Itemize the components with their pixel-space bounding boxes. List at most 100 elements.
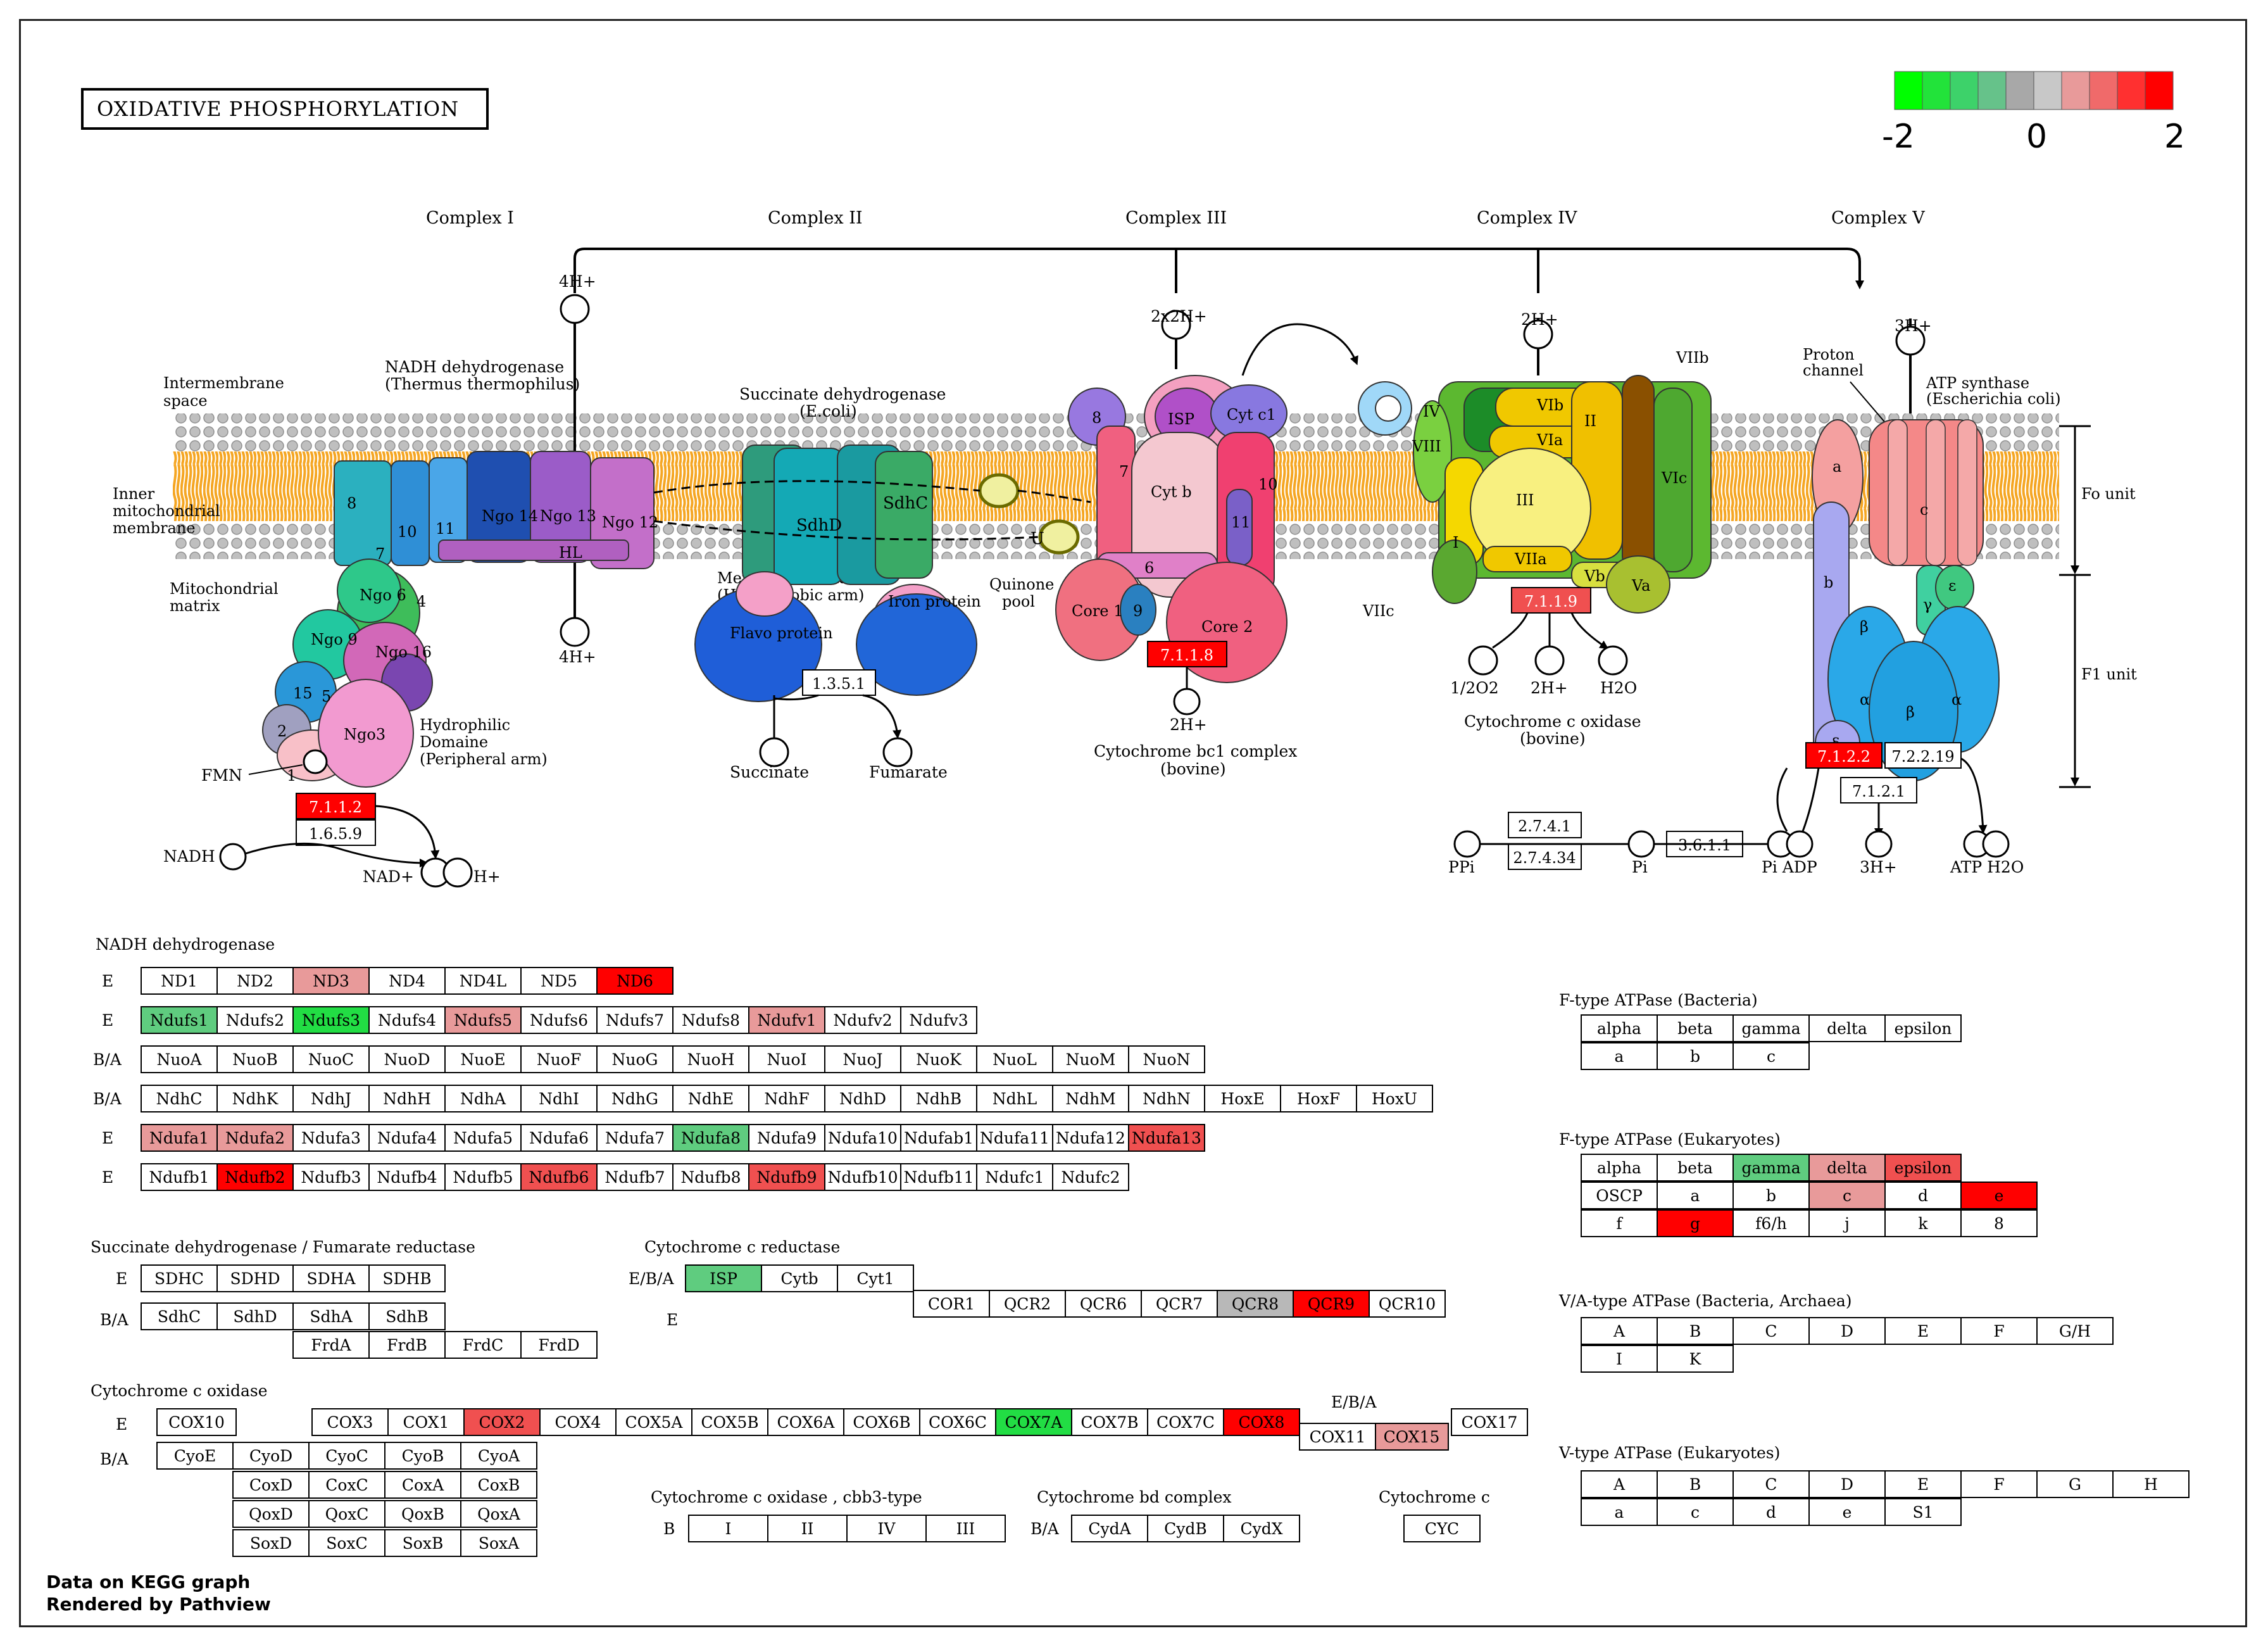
gene-box[interactable] bbox=[748, 1163, 825, 1191]
gene-box[interactable] bbox=[976, 1163, 1053, 1191]
ec-2-7-4-34[interactable] bbox=[1508, 843, 1582, 870]
gene-box[interactable] bbox=[460, 1471, 537, 1499]
gene-box[interactable] bbox=[843, 1408, 920, 1436]
gene-box[interactable] bbox=[688, 1515, 768, 1542]
gene-box[interactable] bbox=[311, 1408, 389, 1436]
gene-box[interactable] bbox=[748, 1045, 825, 1073]
gene-box[interactable] bbox=[1884, 1182, 1962, 1209]
gene-box[interactable] bbox=[1884, 1209, 1962, 1237]
gene-box[interactable] bbox=[292, 967, 370, 995]
gene-box[interactable] bbox=[1375, 1423, 1449, 1451]
gene-box[interactable] bbox=[1808, 1154, 1886, 1182]
gene-box[interactable] bbox=[460, 1442, 537, 1470]
gene-box[interactable] bbox=[292, 1045, 370, 1073]
gene-box[interactable] bbox=[1223, 1515, 1300, 1542]
gene-box[interactable] bbox=[1128, 1085, 1205, 1112]
gene-box[interactable] bbox=[1217, 1290, 1294, 1318]
gene-box[interactable] bbox=[1732, 1209, 1810, 1237]
gene-box[interactable] bbox=[460, 1500, 537, 1528]
gene-box[interactable] bbox=[292, 1331, 370, 1359]
gene-box[interactable] bbox=[384, 1471, 461, 1499]
gene-box[interactable] bbox=[1732, 1470, 1810, 1498]
gene-box[interactable] bbox=[292, 1264, 370, 1292]
gene-box[interactable] bbox=[368, 1264, 446, 1292]
gene-box[interactable] bbox=[2036, 1317, 2114, 1345]
ec-1-6-5-9[interactable] bbox=[296, 819, 376, 846]
gene-box[interactable] bbox=[141, 967, 218, 995]
gene-box[interactable] bbox=[292, 1006, 370, 1034]
gene-box[interactable] bbox=[672, 1124, 749, 1152]
gene-box[interactable] bbox=[761, 1264, 838, 1292]
gene-box[interactable] bbox=[1581, 1182, 1658, 1209]
gene-box[interactable] bbox=[989, 1290, 1066, 1318]
gene-box[interactable] bbox=[672, 1163, 749, 1191]
gene-box[interactable] bbox=[824, 1124, 901, 1152]
gene-box[interactable] bbox=[2112, 1470, 2190, 1498]
gene-box[interactable] bbox=[141, 1045, 218, 1073]
gene-box[interactable] bbox=[1071, 1408, 1148, 1436]
gene-box[interactable] bbox=[1732, 1498, 1810, 1526]
gene-box[interactable] bbox=[672, 1045, 749, 1073]
gene-box[interactable] bbox=[232, 1471, 310, 1499]
gene-box[interactable] bbox=[1451, 1408, 1528, 1436]
gene-box[interactable] bbox=[1732, 1014, 1810, 1042]
gene-box[interactable] bbox=[685, 1264, 762, 1292]
gene-box[interactable] bbox=[141, 1085, 218, 1112]
gene-box[interactable] bbox=[1884, 1498, 1962, 1526]
gene-box[interactable] bbox=[1960, 1470, 2038, 1498]
gene-box[interactable] bbox=[596, 967, 674, 995]
gene-box[interactable] bbox=[748, 1124, 825, 1152]
gene-box[interactable] bbox=[1732, 1182, 1810, 1209]
gene-box[interactable] bbox=[216, 1006, 294, 1034]
gene-box[interactable] bbox=[1141, 1290, 1218, 1318]
gene-box[interactable] bbox=[1581, 1345, 1658, 1373]
gene-box[interactable] bbox=[1732, 1042, 1810, 1070]
gene-box[interactable] bbox=[308, 1442, 385, 1470]
gene-box[interactable] bbox=[384, 1500, 461, 1528]
gene-box[interactable] bbox=[141, 1163, 218, 1191]
gene-box[interactable] bbox=[1732, 1154, 1810, 1182]
gene-box[interactable] bbox=[156, 1442, 234, 1470]
gene-box[interactable] bbox=[444, 1124, 522, 1152]
gene-box[interactable] bbox=[1657, 1154, 1734, 1182]
gene-box[interactable] bbox=[1581, 1042, 1658, 1070]
gene-box[interactable] bbox=[232, 1529, 310, 1557]
gene-box[interactable] bbox=[1147, 1515, 1224, 1542]
gene-box[interactable] bbox=[1884, 1317, 1962, 1345]
gene-box[interactable] bbox=[1299, 1423, 1376, 1451]
gene-box[interactable] bbox=[216, 1045, 294, 1073]
ec-7-1-2-1[interactable] bbox=[1840, 777, 1917, 804]
gene-box[interactable] bbox=[1960, 1182, 2038, 1209]
gene-box[interactable] bbox=[846, 1515, 927, 1542]
gene-box[interactable] bbox=[596, 1045, 674, 1073]
gene-box[interactable] bbox=[460, 1529, 537, 1557]
gene-box[interactable] bbox=[976, 1124, 1053, 1152]
gene-box[interactable] bbox=[1147, 1408, 1224, 1436]
gene-box[interactable] bbox=[387, 1408, 465, 1436]
gene-box[interactable] bbox=[216, 1302, 294, 1330]
gene-box[interactable] bbox=[1657, 1498, 1734, 1526]
gene-box[interactable] bbox=[1128, 1045, 1205, 1073]
gene-box[interactable] bbox=[216, 967, 294, 995]
gene-box[interactable] bbox=[141, 1264, 218, 1292]
gene-box[interactable] bbox=[520, 1006, 598, 1034]
gene-box[interactable] bbox=[232, 1500, 310, 1528]
gene-box[interactable] bbox=[539, 1408, 617, 1436]
gene-box[interactable] bbox=[767, 1515, 848, 1542]
gene-box[interactable] bbox=[913, 1290, 990, 1318]
gene-box[interactable] bbox=[672, 1085, 749, 1112]
gene-box[interactable] bbox=[463, 1408, 541, 1436]
gene-box[interactable] bbox=[919, 1408, 996, 1436]
gene-box[interactable] bbox=[1732, 1317, 1810, 1345]
gene-box[interactable] bbox=[308, 1529, 385, 1557]
gene-box[interactable] bbox=[824, 1006, 901, 1034]
gene-box[interactable] bbox=[900, 1163, 977, 1191]
gene-box[interactable] bbox=[216, 1163, 294, 1191]
gene-box[interactable] bbox=[596, 1163, 674, 1191]
gene-box[interactable] bbox=[520, 1124, 598, 1152]
gene-box[interactable] bbox=[292, 1163, 370, 1191]
gene-box[interactable] bbox=[1960, 1209, 2038, 1237]
gene-box[interactable] bbox=[995, 1408, 1072, 1436]
gene-box[interactable] bbox=[368, 1163, 446, 1191]
gene-box[interactable] bbox=[1657, 1345, 1734, 1373]
